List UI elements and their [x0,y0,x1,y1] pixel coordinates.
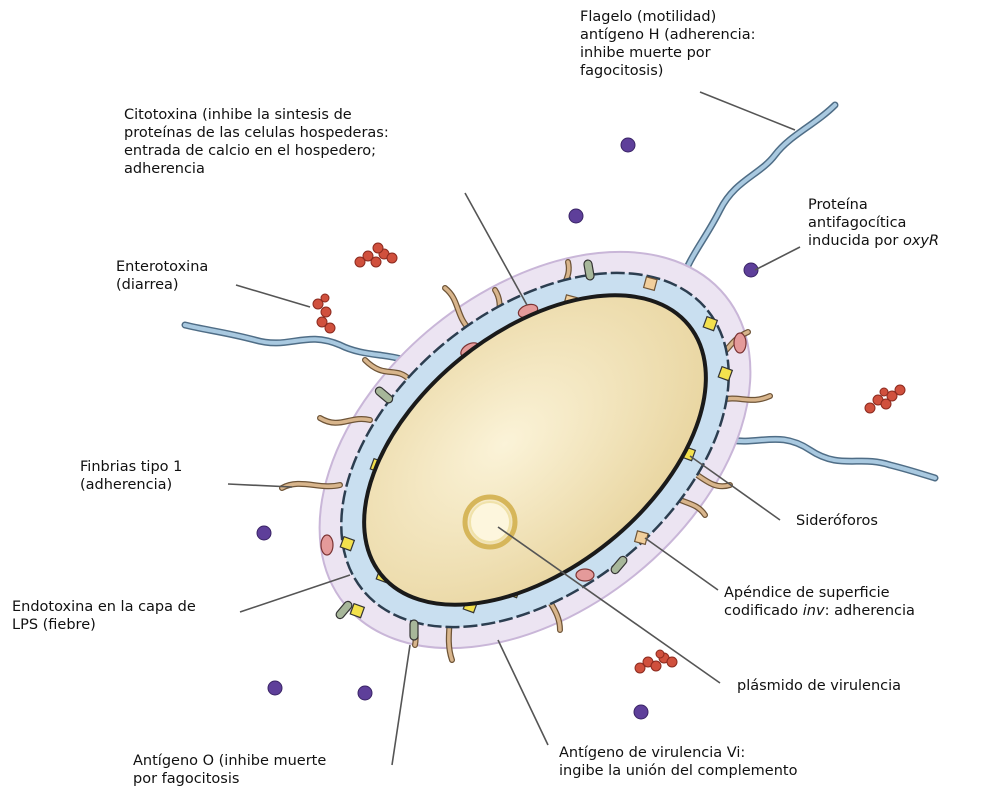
label-sideroforos: Sideróforos [796,512,878,530]
label-line: Flagelo (motilidad) [580,8,755,26]
label-line: LPS (fiebre) [12,616,196,634]
flagellum-top [680,105,835,285]
label-text: inducida por [808,233,903,249]
label-line: (adherencia) [80,476,182,494]
label-text: : adherencia [825,603,915,619]
label-line: inducida por oxyR [808,232,939,250]
label-line: inhibe muerte por [580,44,755,62]
label-line: antifagocítica [808,214,939,232]
label-plasmido: plásmido de virulencia [737,677,901,695]
label-line: Antígeno O (inhibe muerte [133,752,326,770]
label-line: fagocitosis) [580,62,755,80]
label-antigeno-o: Antígeno O (inhibe muerte por fagocitosi… [133,752,326,788]
label-apendice: Apéndice de superficie codificado inv: a… [724,584,915,620]
label-line: entrada de calcio en el hospedero; [124,142,389,160]
label-endotoxina: Endotoxina en la capa de LPS (fiebre) [12,598,196,634]
label-line: antígeno H (adherencia: [580,26,755,44]
label-italic: inv [803,603,825,619]
label-italic: oxyR [903,233,939,249]
label-line: Citotoxina (inhibe la sintesis de [124,106,389,124]
label-line: Sideróforos [796,512,878,530]
label-line: Apéndice de superficie [724,584,915,602]
label-line: codificado inv: adherencia [724,602,915,620]
label-line: Enterotoxina [116,258,208,276]
label-line: Proteína [808,196,939,214]
label-line: ingibe la unión del complemento [559,762,797,780]
label-enterotoxina: Enterotoxina (diarrea) [116,258,208,294]
label-citotoxina: Citotoxina (inhibe la sintesis de proteí… [124,106,389,178]
label-line: Endotoxina en la capa de [12,598,196,616]
label-line: proteínas de las celulas hospederas: [124,124,389,142]
label-line: Antígeno de virulencia Vi: [559,744,797,762]
label-finbrias: Finbrias tipo 1 (adherencia) [80,458,182,494]
label-proteina-antifagocitica: Proteína antifagocítica inducida por oxy… [808,196,939,250]
label-line: adherencia [124,160,389,178]
label-text: codificado [724,603,803,619]
label-line: (diarrea) [116,276,208,294]
label-line: Finbrias tipo 1 [80,458,182,476]
label-flagelo: Flagelo (motilidad) antígeno H (adherenc… [580,8,755,80]
label-antigeno-vi: Antígeno de virulencia Vi: ingibe la uni… [559,744,797,780]
label-line: plásmido de virulencia [737,677,901,695]
label-line: por fagocitosis [133,770,326,788]
